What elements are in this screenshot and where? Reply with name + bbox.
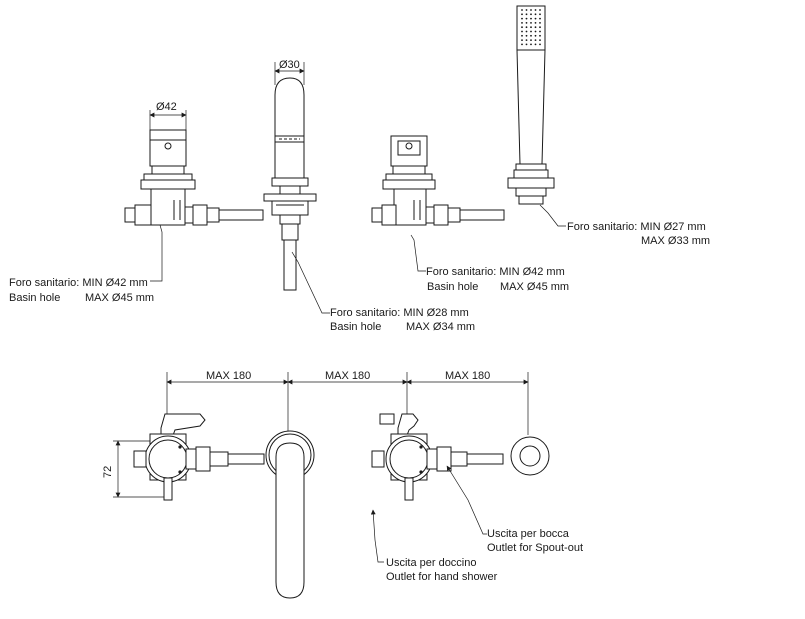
leader-diverter: [410, 234, 426, 272]
callout-mixer-left-line2a: Basin hole: [9, 292, 60, 304]
diverter-side-view: [371, 135, 505, 226]
callout-spout-line1: Foro sanitario: MIN Ø28 mm: [330, 307, 469, 319]
dim-spacing-1: MAX 180: [206, 370, 251, 382]
leader-outlet-spout: [446, 465, 487, 535]
shower-dot: [530, 34, 532, 37]
callout-outlet-shower-line2: Outlet for hand shower: [386, 571, 498, 583]
dim-spacing-2: MAX 180: [325, 370, 370, 382]
shower-dot: [530, 17, 532, 20]
callout-diverter-line1: Foro sanitario: MIN Ø42 mm: [426, 266, 565, 278]
dim-spacing-3: MAX 180: [445, 370, 490, 382]
callout-outlet-spout-line1: Uscita per bocca: [487, 528, 570, 540]
shower-dot: [539, 34, 541, 37]
mixer-left-side-view: [124, 110, 264, 226]
shower-dot: [530, 43, 532, 46]
shower-dot: [539, 17, 541, 20]
shower-dot: [521, 43, 523, 46]
shower-dot: [525, 30, 528, 33]
mixer-left-plan-view: [133, 413, 265, 501]
shower-dot: [521, 26, 523, 29]
shower-dot: [534, 34, 537, 37]
shower-dot: [530, 22, 532, 24]
callout-spout-line2b: MAX Ø34 mm: [406, 321, 475, 333]
shower-dot: [534, 22, 537, 24]
shower-head-dots: [521, 9, 541, 46]
shower-dot: [525, 22, 528, 24]
shower-dot: [534, 30, 537, 33]
shower-dot: [534, 26, 537, 29]
shower-dot: [530, 39, 532, 41]
dim-diameter-spout: Ø30: [279, 59, 300, 71]
shower-dot: [521, 13, 523, 16]
shower-dot: [539, 30, 541, 33]
shower-dot: [539, 9, 541, 11]
shower-dot: [521, 17, 523, 20]
dim-height-72: 72: [102, 466, 114, 478]
shower-dot: [539, 39, 541, 41]
dim-diameter-mixer: Ø42: [156, 101, 177, 113]
callout-mixer-left-line1: Foro sanitario: MIN Ø42 mm: [9, 277, 148, 289]
shower-dot: [539, 43, 541, 46]
shower-dot: [530, 26, 532, 29]
shower-dot: [521, 34, 523, 37]
callout-shower-line1: Foro sanitario: MIN Ø27 mm: [567, 221, 706, 233]
shower-dot: [525, 26, 528, 29]
shower-dot: [534, 17, 537, 20]
leader-spout: [291, 251, 330, 314]
callout-spout-line2a: Basin hole: [330, 321, 381, 333]
spout-side-view: [263, 62, 317, 291]
spout-plan-view: [265, 430, 315, 599]
callout-shower-line2: MAX Ø33 mm: [641, 235, 710, 247]
callout-diverter-line2b: MAX Ø45 mm: [500, 281, 569, 293]
shower-dot: [525, 34, 528, 37]
shower-dot: [534, 13, 537, 16]
shower-dot: [530, 9, 532, 11]
shower-dot: [521, 9, 523, 11]
shower-dot: [525, 17, 528, 20]
shower-dot: [525, 13, 528, 16]
shower-dot: [521, 30, 523, 33]
callout-mixer-left-line2b: MAX Ø45 mm: [85, 292, 154, 304]
shower-dot: [525, 9, 528, 11]
shower-dot: [534, 43, 537, 46]
shower-dot: [539, 26, 541, 29]
hand-shower-plan-view: [510, 436, 550, 476]
shower-dot: [525, 43, 528, 46]
hand-shower-side-view: [507, 5, 555, 205]
leader-outlet-shower: [370, 509, 384, 563]
leader-shower: [539, 204, 566, 227]
shower-dot: [525, 39, 528, 41]
shower-dot: [521, 39, 523, 41]
shower-dot: [521, 22, 523, 24]
shower-dot: [530, 13, 532, 16]
callout-outlet-spout-line2: Outlet for Spout-out: [487, 542, 583, 554]
shower-dot: [534, 39, 537, 41]
diverter-plan-view: [371, 413, 504, 501]
shower-dot: [530, 30, 532, 33]
callout-outlet-shower-line1: Uscita per doccino: [386, 557, 477, 569]
shower-dot: [534, 9, 537, 11]
callout-diverter-line2a: Basin hole: [427, 281, 478, 293]
shower-dot: [539, 13, 541, 16]
shower-dot: [539, 22, 541, 24]
leader-mixer-left: [150, 224, 163, 282]
